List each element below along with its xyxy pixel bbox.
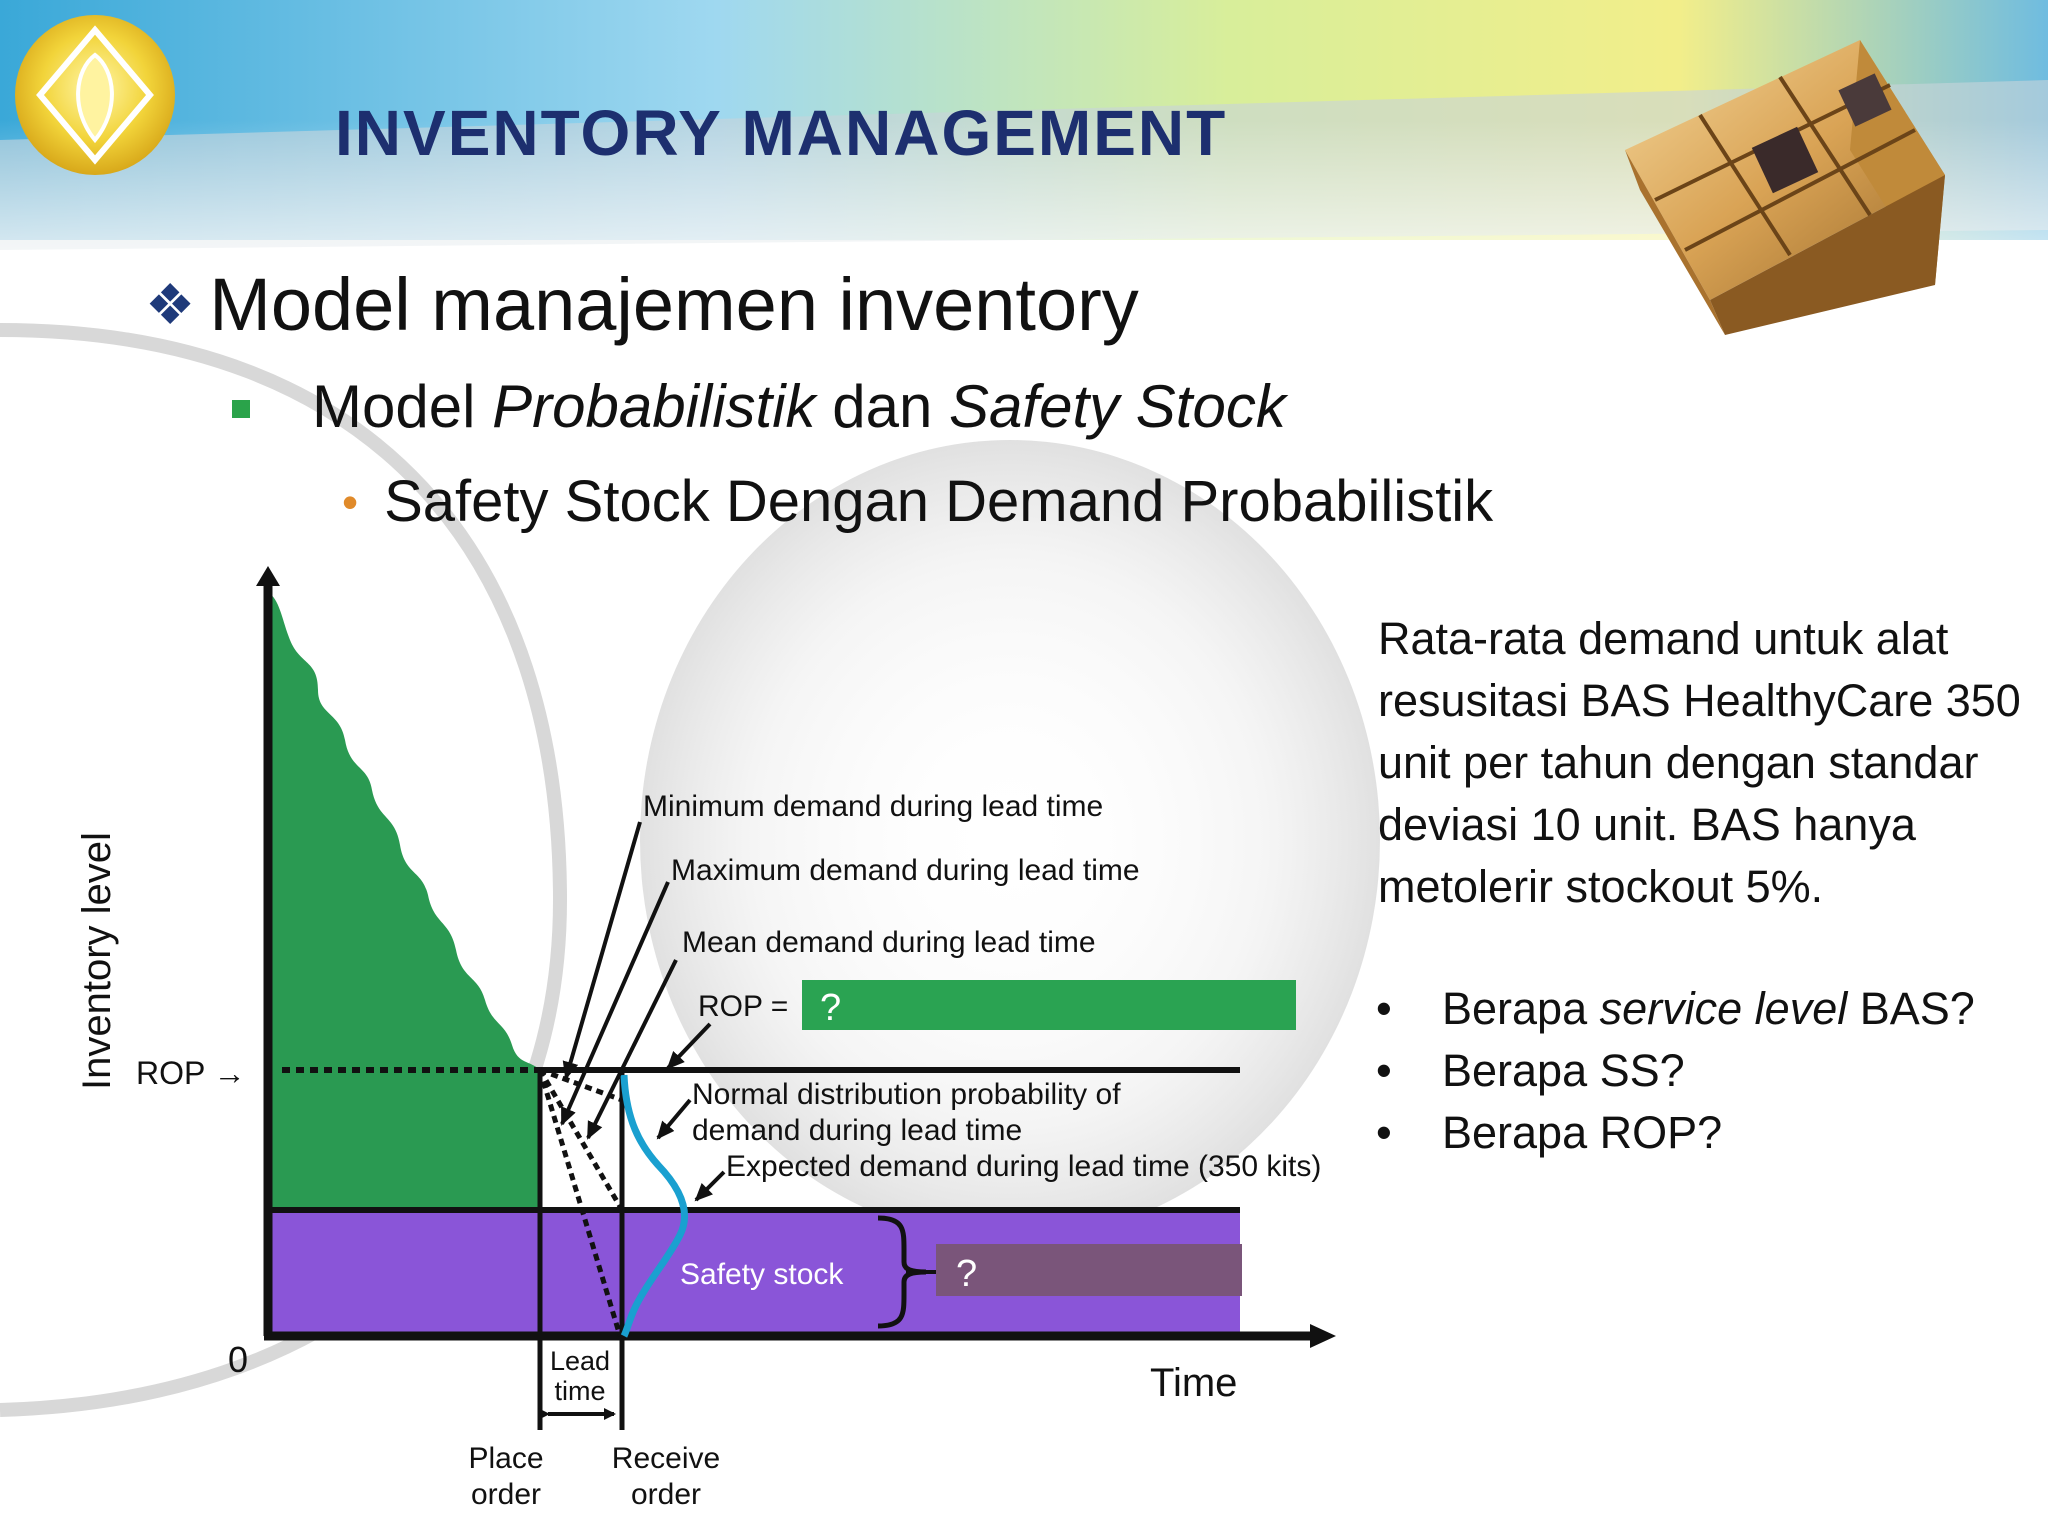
bullet-2-d: Safety Stock	[949, 373, 1286, 440]
bullet-2-c: dan	[815, 373, 950, 440]
normal-pointer	[656, 1098, 692, 1140]
place-order-label-1: Place	[468, 1442, 543, 1475]
receive-order-label-2: order	[631, 1478, 701, 1511]
question-1-em: service level	[1599, 983, 1848, 1034]
rop-equals-label: ROP =	[698, 990, 788, 1023]
inventory-level-area	[268, 592, 540, 1210]
bullet-dot-icon: •	[1376, 1107, 1392, 1158]
question-list: • Berapa service level BAS? • Berapa SS?…	[1376, 978, 1975, 1164]
rop-pointer	[666, 1022, 712, 1070]
lead-time-label-1: Lead	[550, 1346, 610, 1376]
expected-demand-label: Expected demand during lead time (350 ki…	[726, 1150, 1321, 1183]
bullet-dot-icon: •	[1376, 1045, 1392, 1096]
normal-distribution-curve	[620, 1074, 689, 1338]
question-item: • Berapa service level BAS?	[1376, 978, 1975, 1040]
min-demand-label: Minimum demand during lead time	[643, 790, 1103, 823]
bullet-1-text: Model manajemen inventory	[209, 263, 1139, 346]
lead-time-label-2: time	[554, 1376, 605, 1406]
time-label: Time	[1150, 1361, 1237, 1405]
mean-demand-line	[537, 1068, 625, 1212]
bullet-level-2: Model Probabilistik dan Safety Stock	[232, 372, 1286, 441]
bullet-level-3: • Safety Stock Dengan Demand Probabilist…	[342, 468, 1493, 535]
slide-title: INVENTORY MANAGEMENT	[335, 97, 1228, 169]
mean-demand-pointer	[586, 959, 678, 1140]
receive-order-label-1: Receive	[612, 1442, 720, 1475]
rop-answer-value: ?	[820, 987, 841, 1029]
x-axis-arrow-icon	[1310, 1324, 1336, 1348]
problem-paragraph: Rata-rata demand untuk alat resusitasi B…	[1378, 613, 2021, 912]
normal-label-1: Normal distribution probability of	[692, 1078, 1121, 1111]
bullet-level-1: ❖ Model manajemen inventory	[145, 262, 1139, 347]
rop-axis-label: ROP →	[136, 1055, 246, 1091]
question-2-text: Berapa SS?	[1442, 1045, 1685, 1096]
question-item: • Berapa ROP?	[1376, 1102, 1975, 1164]
question-1-pre: Berapa	[1442, 983, 1600, 1034]
max-demand-label: Maximum demand during lead time	[671, 854, 1140, 887]
bullet-2-b: Probabilistik	[492, 373, 816, 440]
min-demand-pointer	[562, 821, 642, 1080]
mean-demand-label: Mean demand during lead time	[682, 926, 1096, 959]
rop-answer-box	[802, 980, 1296, 1030]
dot-bullet-icon: •	[342, 475, 359, 528]
y-axis-arrow-icon	[256, 566, 280, 586]
normal-label-2: demand during lead time	[692, 1114, 1022, 1147]
square-bullet-icon	[232, 399, 250, 418]
logo-icon	[15, 15, 175, 175]
y-axis-label: Inventory level	[75, 832, 119, 1090]
question-3-text: Berapa ROP?	[1442, 1107, 1723, 1158]
diamond-bullet-icon: ❖	[145, 272, 196, 336]
zero-label: 0	[228, 1339, 248, 1380]
question-item: • Berapa SS?	[1376, 1040, 1975, 1102]
question-1-post: BAS?	[1847, 983, 1975, 1034]
ss-answer-box	[936, 1244, 1242, 1296]
bullet-dot-icon: •	[1376, 983, 1392, 1034]
max-demand-pointer	[560, 881, 670, 1126]
maximum-demand-line	[537, 1069, 623, 1337]
safety-stock-label: Safety stock	[680, 1258, 844, 1291]
expected-pointer	[694, 1170, 726, 1202]
bullet-2-a: Model	[312, 373, 476, 440]
cube-icon	[1625, 40, 1945, 335]
ss-answer-value: ?	[956, 1253, 977, 1295]
place-order-label-2: order	[471, 1478, 541, 1511]
bullet-3-text: Safety Stock Dengan Demand Probabilistik	[384, 469, 1494, 534]
